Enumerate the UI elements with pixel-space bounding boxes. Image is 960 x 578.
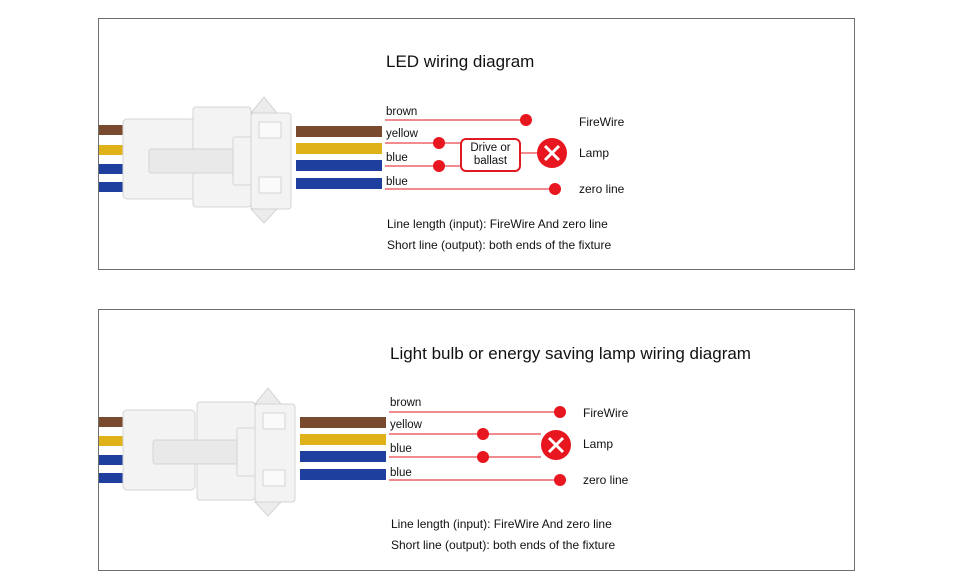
led-wiring-drawing: [99, 96, 567, 224]
light-bulb-wiring-panel: Light bulb or energy saving lamp wiring …: [98, 309, 855, 571]
wire-blue-left-2: [99, 473, 123, 483]
wire-label-blue-1: blue: [386, 152, 408, 164]
wire-blue-right-1: [296, 160, 382, 171]
endpoint-firewire: FireWire: [583, 406, 629, 420]
wire-label-blue-2: blue: [386, 176, 408, 188]
wire-brown-left: [99, 417, 123, 427]
diagram-title: Light bulb or energy saving lamp wiring …: [390, 344, 751, 363]
node-yellow: [477, 428, 489, 440]
input-wires-left: [99, 125, 123, 192]
wire-blue-left-1: [99, 164, 123, 174]
wire-blue-left-1: [99, 455, 123, 465]
wire-label-brown: brown: [386, 106, 418, 118]
endpoint-zero-line: zero line: [579, 182, 625, 196]
endpoint-firewire: FireWire: [579, 115, 625, 129]
wire-label-brown: brown: [390, 397, 422, 409]
output-wires-right: [300, 417, 386, 480]
wire-label-blue-2: blue: [390, 467, 412, 479]
lamp-cross-icon: [541, 430, 571, 460]
wire-blue-left-2: [99, 182, 123, 192]
endpoint-lamp: Lamp: [579, 146, 610, 160]
note-input: Line length (input): FireWire And zero l…: [387, 217, 608, 231]
wire-label-yellow: yellow: [386, 128, 418, 140]
connection-lines: [385, 119, 555, 190]
wire-yellow-left: [99, 436, 123, 446]
led-wiring-panel: LED wiring diagram brown yellow blue blu…: [98, 18, 855, 270]
output-wires-right: [296, 126, 382, 189]
wire-brown-right: [296, 126, 382, 137]
endpoint-zero-line: zero line: [583, 473, 629, 487]
node-zero: [554, 474, 566, 486]
input-wires-left: [99, 417, 123, 483]
light-bulb-wiring-drawing: [99, 387, 571, 517]
wire-blue-right-1: [300, 451, 386, 462]
note-input: Line length (input): FireWire And zero l…: [391, 517, 612, 531]
wire-brown-right: [300, 417, 386, 428]
wire-blue-right-2: [296, 178, 382, 189]
connection-nodes: [477, 406, 566, 486]
node-firewire: [520, 114, 532, 126]
node-zero: [549, 183, 561, 195]
lamp-cross-icon: [537, 138, 567, 168]
connection-lines: [389, 411, 560, 481]
note-output: Short line (output): both ends of the fi…: [387, 238, 612, 252]
node-firewire: [554, 406, 566, 418]
endpoint-lamp: Lamp: [583, 437, 614, 451]
wire-brown-left: [99, 125, 123, 135]
wire-label-yellow: yellow: [390, 419, 422, 431]
node-blue: [433, 160, 445, 172]
connector-plug-icon: [122, 96, 292, 224]
note-output: Short line (output): both ends of the fi…: [391, 538, 616, 552]
wire-blue-right-2: [300, 469, 386, 480]
connection-nodes: [433, 114, 561, 195]
wire-yellow-right: [296, 143, 382, 154]
connector-plug-icon: [122, 387, 296, 517]
node-yellow: [433, 137, 445, 149]
node-blue: [477, 451, 489, 463]
wire-yellow-left: [99, 145, 123, 155]
wire-label-blue-1: blue: [390, 443, 412, 455]
driver-ballast-box: Drive or ballast: [460, 138, 521, 172]
wire-yellow-right: [300, 434, 386, 445]
diagram-title: LED wiring diagram: [386, 52, 535, 71]
